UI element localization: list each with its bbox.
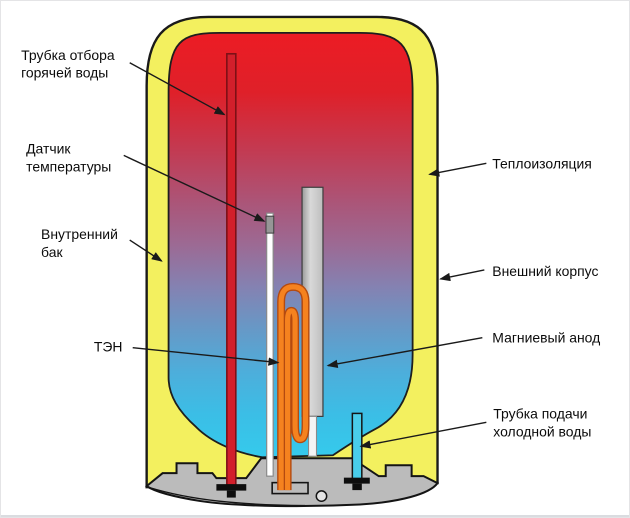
base-rim-line <box>149 486 306 507</box>
base-drain-hole <box>315 490 328 503</box>
arrow-magnesium-anode <box>326 337 483 368</box>
heating-element-tube <box>278 284 309 491</box>
label-inner-tank-line1: Внутренний <box>41 226 118 242</box>
label-hot-water-pipe-line1: Трубка отбора <box>21 47 115 63</box>
temperature-sensor <box>265 212 275 477</box>
label-temperature-sensor-line1: Датчик <box>26 140 71 156</box>
label-magnesium-anode: Магниевый анод <box>492 330 600 346</box>
label-inner-tank-line2: бак <box>41 244 63 260</box>
label-heating-element: ТЭН <box>94 339 123 355</box>
label-outer-casing: Внешний корпус <box>492 263 598 279</box>
arrow-temperature-sensor <box>123 154 266 222</box>
label-hot-water-pipe-line2: горячей воды <box>21 65 108 81</box>
arrow-thermal-insulation <box>428 162 487 177</box>
arrow-outer-casing <box>439 269 485 282</box>
labels: Трубка отбора горячей воды Датчик темпер… <box>21 47 600 440</box>
cold-water-pipe-stub <box>352 483 362 491</box>
sensor-rod <box>266 212 274 477</box>
anode-stem <box>307 415 318 457</box>
cold-water-pipe-tube <box>351 412 363 480</box>
hot-water-pipe <box>216 52 247 498</box>
label-thermal-insulation: Теплоизоляция <box>492 155 592 171</box>
arrow-hot-water-pipe <box>129 62 226 116</box>
label-temperature-sensor-line2: температуры <box>26 158 111 174</box>
heating-element-ten <box>277 282 310 491</box>
cold-water-pipe-flange <box>343 477 370 484</box>
leader-arrows <box>123 62 487 449</box>
sensor-cap <box>265 215 275 234</box>
hot-water-pipe-tube <box>226 52 237 486</box>
base-flange <box>144 457 440 508</box>
arrow-heating-element <box>132 346 280 366</box>
arrow-inner-tank <box>129 239 163 262</box>
hot-water-pipe-stub <box>226 490 236 498</box>
hot-water-pipe-flange <box>216 484 247 491</box>
arrow-cold-water-pipe <box>359 421 487 449</box>
label-cold-water-pipe-line2: холодной воды <box>493 423 591 439</box>
label-cold-water-pipe-line1: Трубка подачи <box>493 405 587 421</box>
